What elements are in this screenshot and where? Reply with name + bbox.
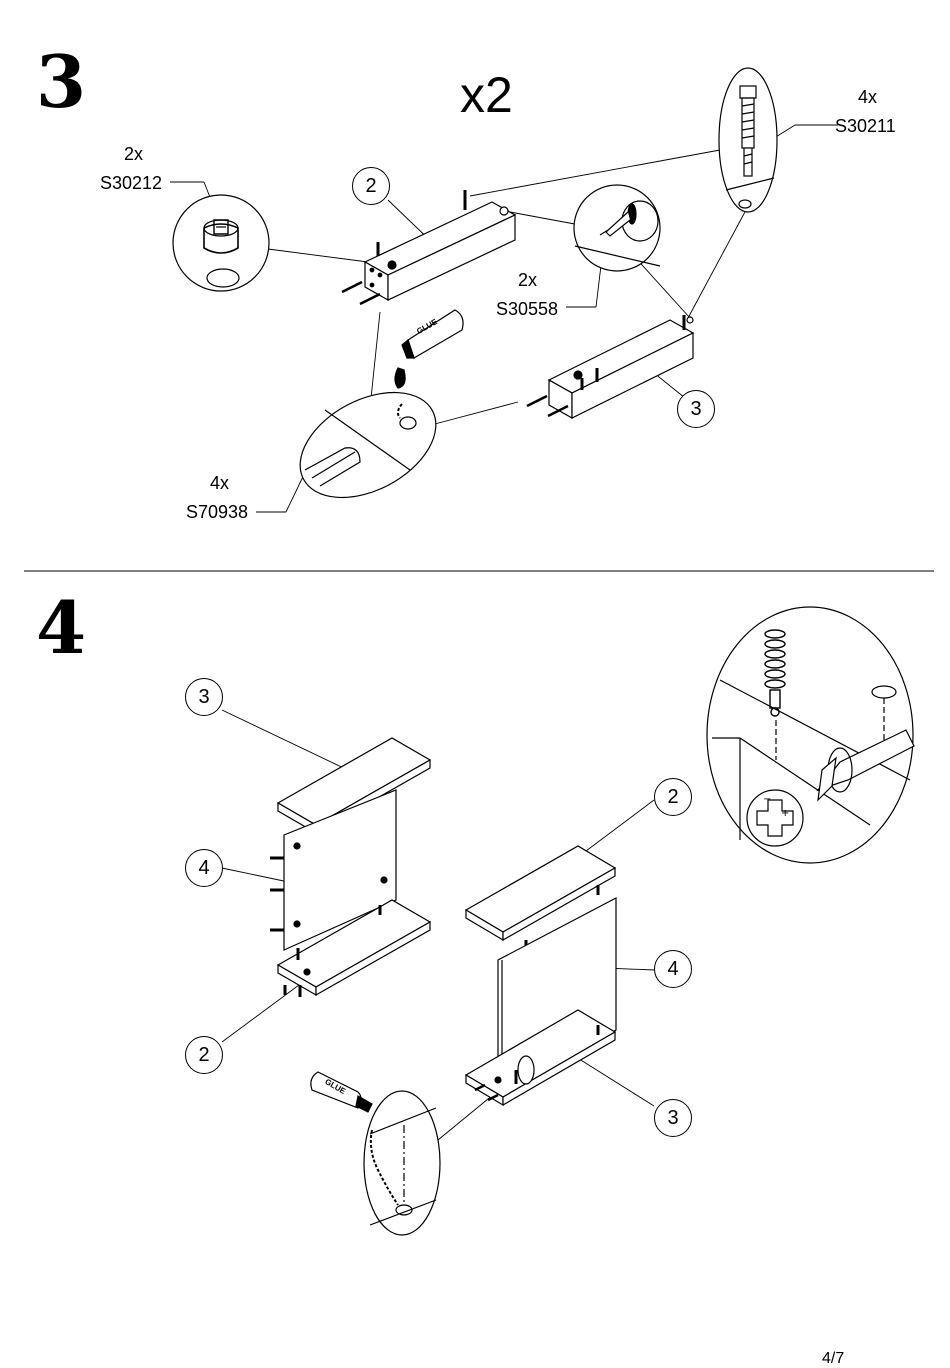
board-part-2 — [341, 190, 517, 306]
part-s30212-qty: 2x — [124, 144, 144, 164]
part-s30558-code: S30558 — [496, 299, 559, 319]
callout-part-2-right: 2 — [654, 778, 692, 816]
part-s70938-code: S70938 — [186, 502, 249, 522]
cam-lock-magnifier — [172, 194, 270, 292]
cam-bolt-screwdriver-magnifier: − + — [706, 606, 915, 864]
cam-bolt-magnifier — [718, 67, 778, 213]
part-s70938-qty: 4x — [210, 473, 230, 493]
callout-part-2: 2 — [352, 167, 390, 205]
page-number: 4/7 — [822, 1350, 845, 1367]
dowel-magnifier — [299, 391, 437, 499]
left-cabinet-assembly — [270, 737, 432, 997]
screw-magnifier — [573, 184, 661, 272]
step-4-number: 4 — [36, 585, 87, 670]
right-cabinet-assembly — [464, 845, 617, 1107]
callout-part-4-right: 4 — [654, 950, 692, 988]
callout-part-2-left: 2 — [185, 1036, 223, 1074]
step-3-multiplier: x2 — [460, 67, 513, 123]
glue-tube-step3 — [394, 309, 464, 389]
part-s30211-code: S30211 — [835, 116, 896, 136]
callout-part-4-left: 4 — [185, 849, 223, 887]
callout-part-3-right: 3 — [654, 1099, 692, 1137]
glue-hole-magnifier — [363, 1090, 441, 1236]
part-s30558-qty: 2x — [518, 270, 538, 290]
step-3-number: 3 — [36, 39, 87, 124]
glue-tube-step4 — [310, 1071, 373, 1113]
callout-part-3: 3 — [677, 390, 715, 428]
svg-text:−: − — [763, 794, 771, 805]
svg-text:+: + — [781, 808, 789, 819]
part-s30211-qty: 4x — [858, 87, 878, 107]
callout-part-3-left: 3 — [185, 678, 223, 716]
board-part-3 — [526, 315, 695, 420]
part-s30212-code: S30212 — [100, 173, 163, 193]
